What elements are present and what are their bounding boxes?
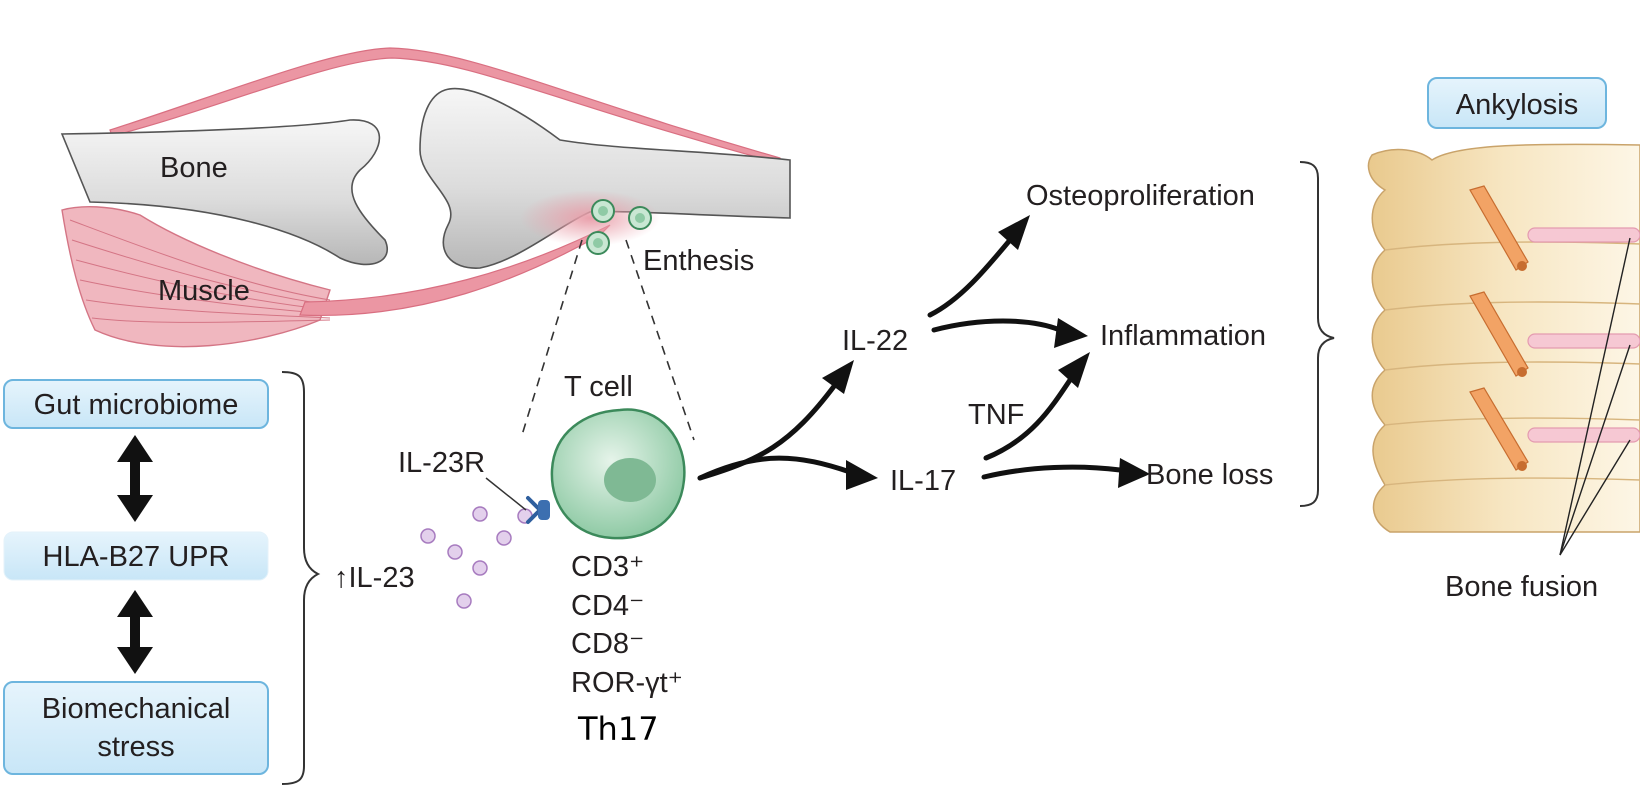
th17-label: Th17 (577, 710, 659, 748)
trigger-box-hla: HLA-B27 UPR (3, 531, 269, 581)
spine-illustration (1367, 143, 1640, 533)
bone-fusion-pointers (1559, 237, 1631, 556)
trigger-brace (281, 371, 321, 785)
tnf-label: TNF (968, 399, 1024, 431)
osteoproliferation-label: Osteoproliferation (1026, 180, 1255, 212)
marker-rorgt: ROR-γt⁺ (571, 667, 683, 699)
enthesis-label: Enthesis (643, 245, 754, 277)
il22-label: IL-22 (842, 325, 908, 357)
muscle-label: Muscle (158, 275, 250, 307)
il23-receptor-icon (526, 496, 550, 524)
trigger-box-stress: Biomechanical stress (3, 681, 269, 775)
zoom-line-left (521, 239, 583, 436)
inflammation-label: Inflammation (1100, 320, 1266, 352)
biomechanical-label: Biomechanical (42, 693, 231, 725)
pathway-arrows (697, 215, 1150, 490)
zoom-line-right (625, 239, 695, 441)
ankylosis-label-box: Ankylosis (1427, 77, 1607, 129)
bone-fusion-label: Bone fusion (1445, 571, 1598, 603)
hla-b27-label: HLA-B27 UPR (43, 541, 230, 573)
tcell-markers: CD3⁺ CD4⁻ CD8⁻ ROR-γt⁺ (571, 551, 683, 699)
enthesis-region (520, 190, 660, 246)
trigger-box-gut: Gut microbiome (3, 379, 269, 429)
tcell-icon (550, 408, 686, 540)
marker-cd8: CD8⁻ (571, 628, 644, 660)
outcome-brace (1299, 161, 1335, 507)
gut-microbiome-label: Gut microbiome (34, 389, 239, 421)
marker-cd4: CD4⁻ (571, 590, 644, 622)
il23-cytokines (420, 506, 533, 609)
marker-cd3: CD3⁺ (571, 551, 644, 583)
joint-illustration (60, 47, 791, 348)
ankylosis-label: Ankylosis (1456, 89, 1579, 121)
tcell-title: T cell (564, 371, 633, 403)
il23r-label: IL-23R (398, 447, 485, 479)
bone-label: Bone (160, 152, 228, 184)
bone-left (60, 119, 388, 266)
double-arrow-icon (117, 590, 153, 674)
double-arrow-icon (117, 435, 153, 522)
stress-label: stress (97, 731, 174, 763)
il23-label: ↑IL-23 (334, 562, 415, 594)
il17-label: IL-17 (890, 465, 956, 497)
bone-loss-label: Bone loss (1146, 459, 1273, 491)
il23r-pointer (485, 477, 527, 511)
